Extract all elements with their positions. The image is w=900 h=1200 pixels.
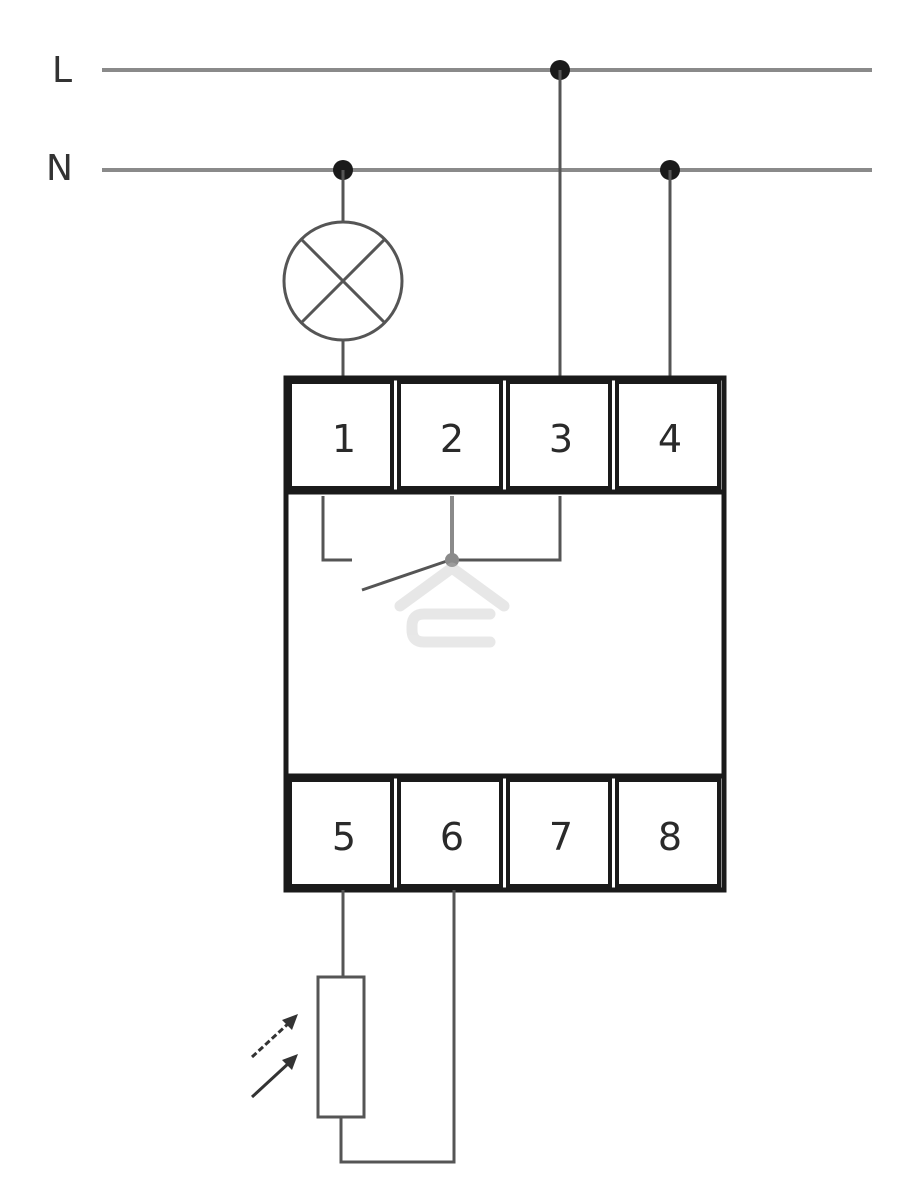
terminal-cell xyxy=(615,380,721,490)
bus-label-N: N xyxy=(46,148,73,189)
terminal-cell xyxy=(397,380,503,490)
terminal-block-bottom: 5 6 7 8 xyxy=(288,778,721,888)
terminal-block-top: 1 2 3 4 xyxy=(288,380,721,490)
terminal-number-1: 1 xyxy=(332,417,356,461)
terminal-number-8: 8 xyxy=(658,815,682,859)
terminal-number-5: 5 xyxy=(332,815,356,859)
terminal-number-6: 6 xyxy=(440,815,464,859)
terminal-number-4: 4 xyxy=(658,417,682,461)
relay-contact-switch xyxy=(321,496,562,592)
light-arrows-icon xyxy=(250,1014,298,1099)
terminal-cell xyxy=(506,778,612,888)
device-housing xyxy=(283,375,727,893)
terminal-cell xyxy=(615,778,721,888)
light-sensor-resistor xyxy=(316,975,366,1119)
wire-sensor-to-terminal6 xyxy=(339,890,456,1164)
bus-label-L: L xyxy=(52,50,72,91)
terminal-number-2: 2 xyxy=(440,417,464,461)
terminal-number-7: 7 xyxy=(549,815,573,859)
terminal-cell xyxy=(288,778,394,888)
terminal-number-3: 3 xyxy=(549,417,573,461)
terminal-cell xyxy=(288,380,394,490)
terminal-cell xyxy=(506,380,612,490)
lamp-icon xyxy=(282,220,404,342)
terminal-cell xyxy=(397,778,503,888)
watermark-logo xyxy=(394,562,510,648)
